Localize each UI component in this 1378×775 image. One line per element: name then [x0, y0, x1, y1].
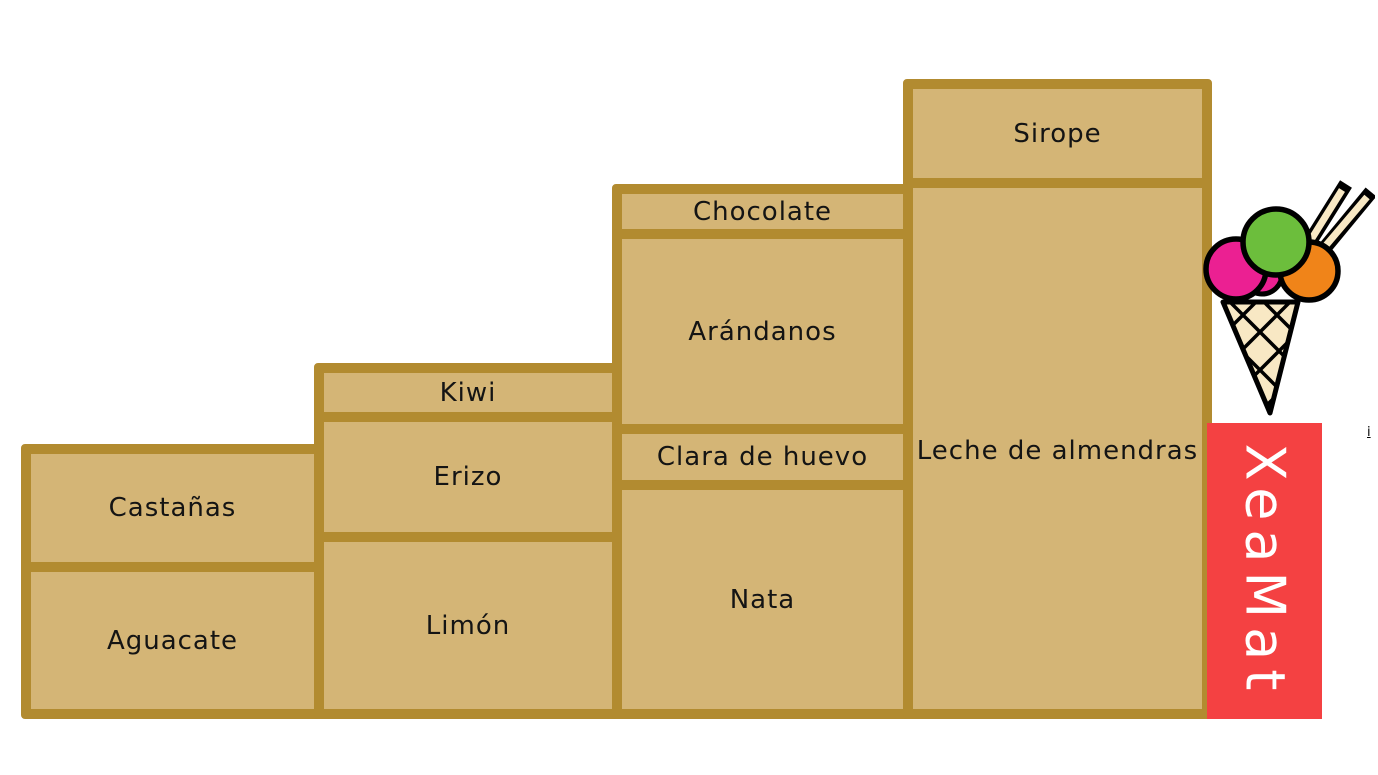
box-arandanos-label: Arándanos: [688, 316, 837, 347]
box-sirope[interactable]: Sirope: [903, 79, 1212, 188]
box-erizo[interactable]: Erizo: [314, 412, 622, 542]
wafer-stick-icon: [1300, 180, 1375, 260]
cone-icon: [1220, 299, 1301, 416]
xeamat-logo-text: XeaMat: [1233, 443, 1296, 699]
box-nata[interactable]: Nata: [612, 480, 913, 719]
box-chocolate-label: Chocolate: [692, 196, 833, 227]
edge-artifact: i: [1367, 425, 1371, 440]
green-scoop-icon: [1240, 206, 1312, 278]
box-nata-label: Nata: [729, 584, 796, 615]
box-kiwi-label: Kiwi: [439, 377, 497, 408]
box-limon-label: Limón: [425, 610, 511, 641]
box-aguacate-label: Aguacate: [106, 625, 239, 656]
box-arandanos[interactable]: Arándanos: [612, 229, 913, 434]
box-castanas[interactable]: Castañas: [21, 444, 324, 572]
box-clara-de-huevo-label: Clara de huevo: [656, 442, 869, 472]
box-erizo-label: Erizo: [433, 462, 503, 492]
ice-cream-icon: [1203, 180, 1375, 416]
box-leche-de-almendras[interactable]: Leche de almendras: [903, 178, 1212, 719]
xeamat-logo-banner[interactable]: XeaMat: [1207, 423, 1322, 719]
box-castanas-label: Castañas: [108, 493, 237, 523]
box-aguacate[interactable]: Aguacate: [21, 562, 324, 719]
box-leche-de-almendras-label: Leche de almendras: [916, 436, 1199, 466]
box-limon[interactable]: Limón: [314, 532, 622, 719]
box-sirope-label: Sirope: [1013, 118, 1102, 149]
